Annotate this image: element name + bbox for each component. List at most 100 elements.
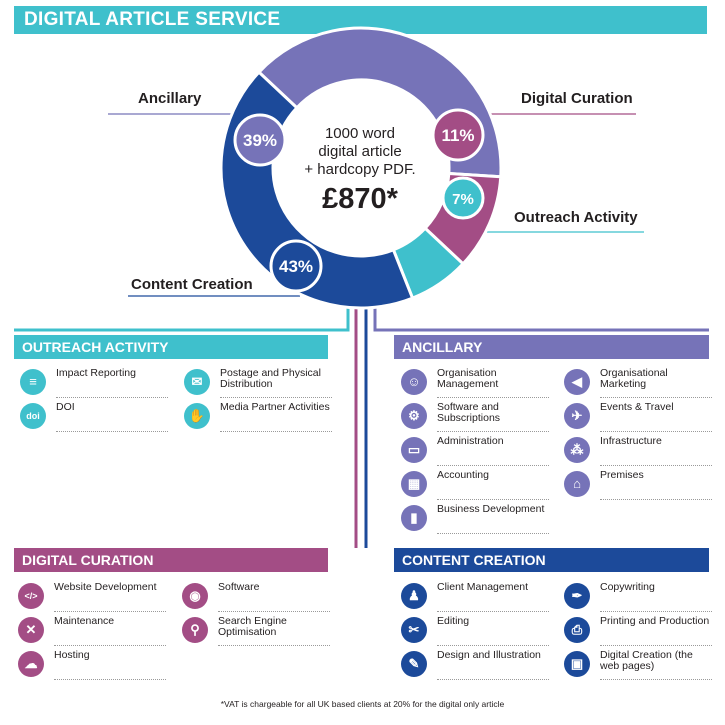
disc-icon: ◉ (182, 583, 208, 609)
outreach-item-label: DOI (56, 401, 75, 413)
outreach-item: ≡ Impact Reporting (20, 368, 168, 398)
dotted-divider (54, 611, 166, 612)
curation-item: ⚲Search Engine Optimisation (182, 616, 330, 646)
report-icon: ≡ (20, 369, 46, 395)
curation-item: ✕Maintenance (18, 616, 166, 646)
printer-icon: ⎙ (564, 617, 590, 643)
content-item: ✂Editing (401, 616, 549, 646)
plane-icon: ✈ (564, 403, 590, 429)
house-icon: ⌂ (564, 471, 590, 497)
dotted-divider (600, 679, 712, 680)
network-icon: ⁂ (564, 437, 590, 463)
dotted-divider (437, 533, 549, 534)
ancillary-item-label: Events & Travel (600, 401, 674, 413)
header-outreach-title: OUTREACH ACTIVITY (22, 339, 169, 355)
header-outreach: OUTREACH ACTIVITY (14, 335, 328, 359)
header-content-title: CONTENT CREATION (402, 552, 546, 568)
dotted-divider (437, 465, 549, 466)
content-item-label: Printing and Production (600, 615, 710, 627)
content-item-label: Copywriting (600, 581, 655, 593)
ancillary-item: ✈ Events & Travel (564, 402, 712, 432)
label-content-creation: Content Creation (131, 276, 253, 293)
percent-label-0: 39% (243, 131, 277, 150)
dotted-divider (600, 431, 712, 432)
ancillary-item: ▮ Business Development (401, 504, 549, 534)
content-item: ▣ Digital Creation (the web pages) (564, 650, 712, 680)
content-item: ♟ Client Management (401, 582, 549, 612)
bar-chart-icon: ▮ (401, 505, 427, 531)
content-item: ✒Copywriting (564, 582, 712, 612)
dotted-divider (56, 431, 168, 432)
outreach-item-label: Postage and Physical Distribution (220, 367, 321, 390)
ancillary-item-label: Accounting (437, 469, 489, 481)
people-icon: ☺ (401, 369, 427, 395)
center-line-2: digital article (318, 143, 402, 160)
dotted-divider (220, 397, 332, 398)
curation-item-label: Website Development (54, 581, 157, 593)
dotted-divider (600, 611, 712, 612)
donut-center: 1000 word digital article + hardcopy PDF… (290, 125, 430, 216)
donut-segment-ancillary (256, 26, 503, 179)
dotted-divider (600, 499, 712, 500)
content-item: ⎙ Printing and Production (564, 616, 712, 646)
page-title: DIGITAL ARTICLE SERVICE (24, 9, 281, 30)
dotted-divider (437, 645, 549, 646)
dotted-divider (437, 431, 549, 432)
ancillary-item: ▦ Accounting (401, 470, 549, 500)
ancillary-item-label: Software and Subscriptions (437, 401, 501, 424)
dotted-divider (218, 611, 330, 612)
content-item-label: Digital Creation (the web pages) (600, 649, 693, 672)
software-icon: ⚙ (401, 403, 427, 429)
megaphone-icon: ◀ (564, 369, 590, 395)
ancillary-item-label: Premises (600, 469, 644, 481)
ancillary-item-label: Organisation Management (437, 367, 499, 390)
cloud-icon: ☁ (18, 651, 44, 677)
dotted-divider (56, 397, 168, 398)
monitor-icon: ▣ (564, 651, 590, 677)
curation-item: ◉ Software (182, 582, 330, 612)
center-line-1: 1000 word (324, 125, 396, 142)
doi-icon: doi (20, 403, 46, 429)
scissors-icon: ✂ (401, 617, 427, 643)
html-icon: </> (18, 583, 44, 609)
header-curation-title: DIGITAL CURATION (22, 552, 154, 568)
ancillary-item-label: Organisational Marketing (600, 367, 668, 390)
tools-icon: ✕ (18, 617, 44, 643)
handshake-icon: ✋ (184, 403, 210, 429)
dotted-divider (600, 645, 712, 646)
dotted-divider (437, 611, 549, 612)
outreach-item: ✋ Media Partner Activities (184, 402, 332, 432)
percent-label-3: 43% (279, 257, 313, 276)
ancillary-item: ◀ Organisational Marketing (564, 368, 712, 398)
curation-item-label: Search Engine Optimisation (218, 615, 287, 638)
ancillary-item: ⁂ Infrastructure (564, 436, 712, 466)
ancillary-item: ☺ Organisation Management (401, 368, 549, 398)
curation-item: ☁Hosting (18, 650, 166, 680)
outreach-item-label: Impact Reporting (56, 367, 136, 379)
content-item-label: Client Management (437, 581, 529, 593)
calculator-icon: ▦ (401, 471, 427, 497)
dotted-divider (437, 499, 549, 500)
percent-label-1: 11% (441, 126, 474, 145)
outreach-item-label: Media Partner Activities (220, 401, 330, 413)
price: £870* (322, 183, 398, 215)
percent-badge-0 (233, 113, 287, 167)
curation-item-label: Software (218, 581, 260, 593)
folder-icon: ▭ (401, 437, 427, 463)
header-curation: DIGITAL CURATION (14, 548, 328, 572)
curation-item: </> Website Development (18, 582, 166, 612)
outreach-item: ✉ Postage and Physical Distribution (184, 368, 332, 398)
person-desk-icon: ♟ (401, 583, 427, 609)
dotted-divider (54, 645, 166, 646)
percent-badge-2 (441, 176, 485, 220)
header-ancillary-title: ANCILLARY (402, 339, 483, 355)
ancillary-item-label: Business Development (437, 503, 545, 515)
percent-label-2: 7% (452, 191, 474, 208)
ancillary-item: ⌂ Premises (564, 470, 712, 500)
pencil-icon: ✎ (401, 651, 427, 677)
ancillary-item-label: Infrastructure (600, 435, 662, 447)
envelope-icon: ✉ (184, 369, 210, 395)
percent-badge-3 (269, 239, 323, 293)
dotted-divider (220, 431, 332, 432)
